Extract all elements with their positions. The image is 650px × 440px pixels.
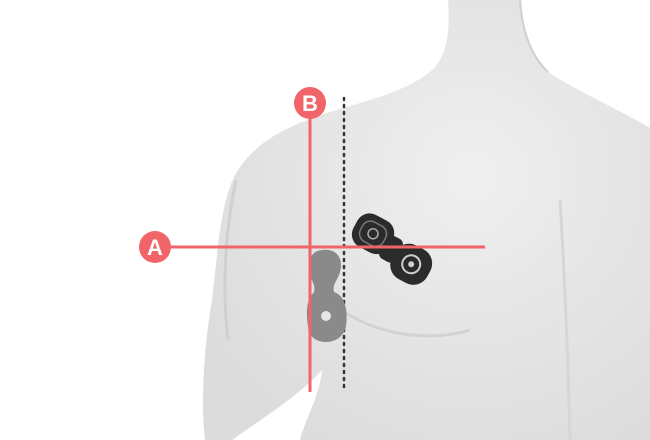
marker-a-label: A	[147, 235, 163, 260]
torso-figure	[202, 0, 650, 440]
arm-shadow	[223, 179, 238, 341]
electrode-pad-icon	[351, 213, 433, 285]
marker-a: A	[139, 231, 171, 263]
spine-shadow	[558, 199, 572, 440]
placement-silhouette-icon	[306, 249, 347, 342]
marker-b: B	[294, 87, 326, 119]
back-body-shape	[202, 0, 650, 440]
neck-shadow	[519, 0, 549, 73]
marker-b-label: B	[302, 91, 318, 116]
